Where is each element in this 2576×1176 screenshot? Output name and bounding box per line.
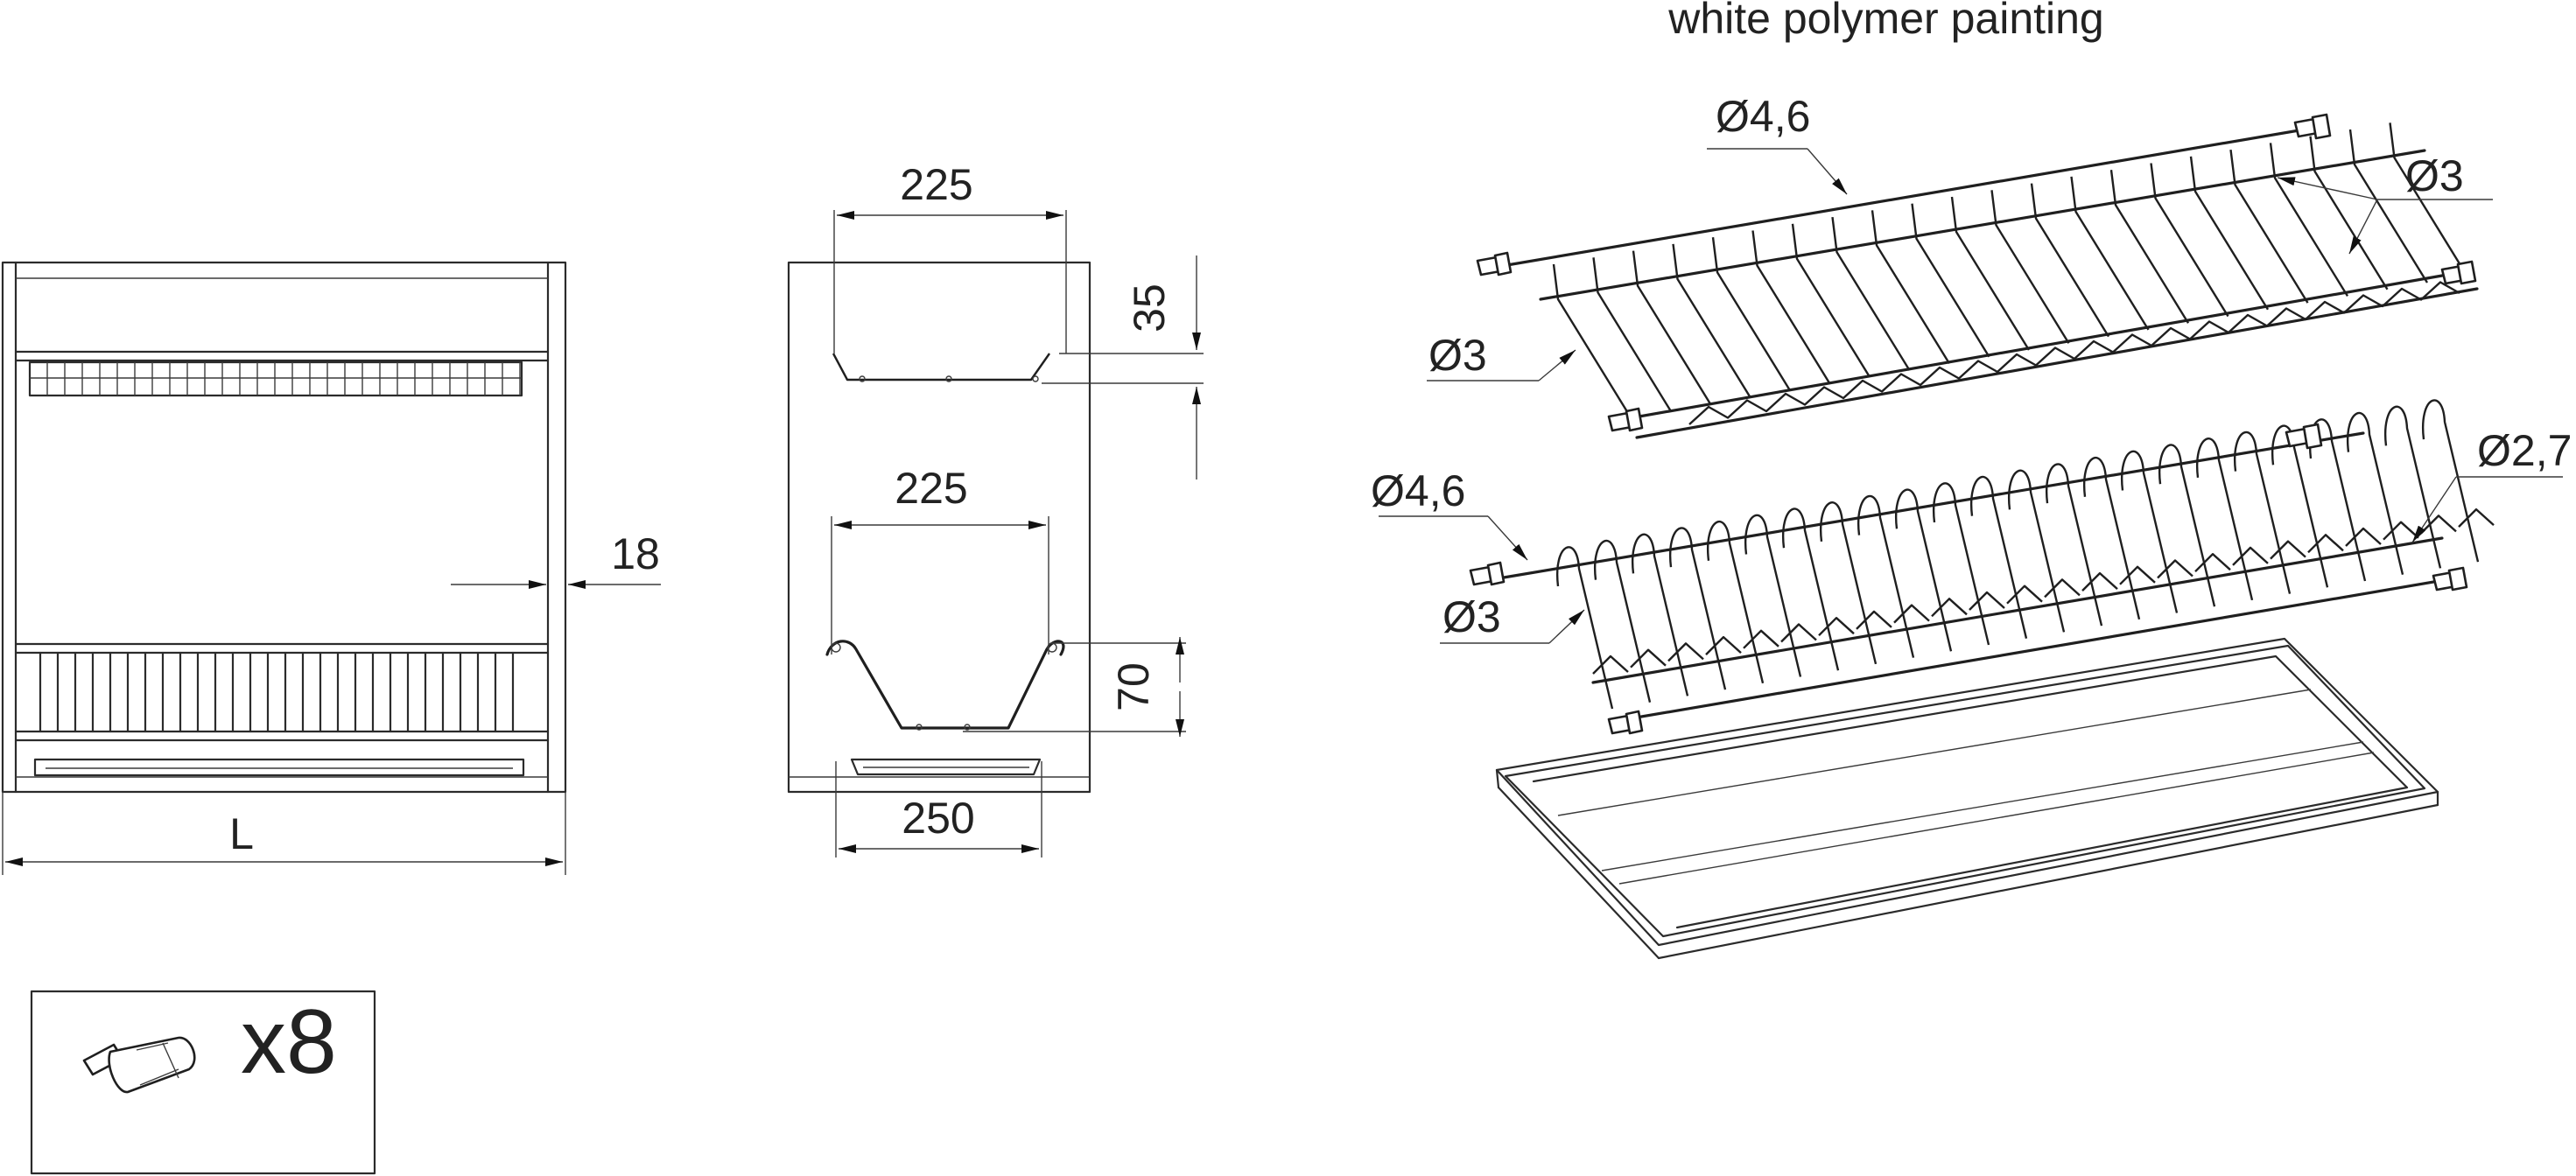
lower-tip-diameter-label: Ø2,7 xyxy=(2477,426,2572,475)
fastener-box: x8 xyxy=(30,990,376,1175)
exploded-view: Ø4,6 Ø3 Ø3 Ø4,6 Ø3 Ø2 xyxy=(1371,92,2572,960)
top-width-label: 225 xyxy=(900,160,972,209)
side-view: 225 35 225 70 250 xyxy=(787,160,1204,858)
top-tip-diameter-label: Ø3 xyxy=(2405,151,2464,200)
lower-rod-diameter-label: Ø3 xyxy=(1442,592,1501,641)
caption: white polymer painting xyxy=(1667,0,2104,43)
front-upper-rack xyxy=(14,350,550,397)
tray-width-label: 250 xyxy=(902,794,974,843)
lower-rack-isometric xyxy=(1469,399,2495,735)
side-drip-tray xyxy=(850,758,1042,776)
front-lower-rack xyxy=(14,642,550,742)
fastener-quantity-label: x8 xyxy=(241,991,337,1093)
front-drip-tray xyxy=(33,758,525,777)
width-label: L xyxy=(229,809,254,858)
middle-width-label: 225 xyxy=(895,464,967,513)
top-rail-diameter-label: Ø4,6 xyxy=(1716,92,1810,141)
plastic-plug-icon xyxy=(82,1036,196,1094)
top-rod-diameter-label: Ø3 xyxy=(1428,331,1487,380)
side-cabinet-outline xyxy=(787,261,1091,794)
upper-rack-end-caps xyxy=(1476,113,2477,432)
lower-rail-diameter-label: Ø4,6 xyxy=(1371,466,1465,515)
drip-tray-isometric xyxy=(1495,637,2439,960)
front-cabinet-outline xyxy=(1,261,567,794)
side-upper-rack-profile xyxy=(832,353,1050,382)
side-lower-rack-profile xyxy=(825,640,1065,730)
side-thickness-label: 18 xyxy=(611,529,660,578)
middle-depth-label: 70 xyxy=(1109,662,1158,711)
top-depth-label: 35 xyxy=(1125,284,1174,332)
front-view: L 18 xyxy=(1,261,661,875)
upper-rack-isometric xyxy=(1476,113,2479,439)
fastener-box-frame xyxy=(30,990,376,1175)
lower-rack-end-caps xyxy=(1469,423,2468,735)
